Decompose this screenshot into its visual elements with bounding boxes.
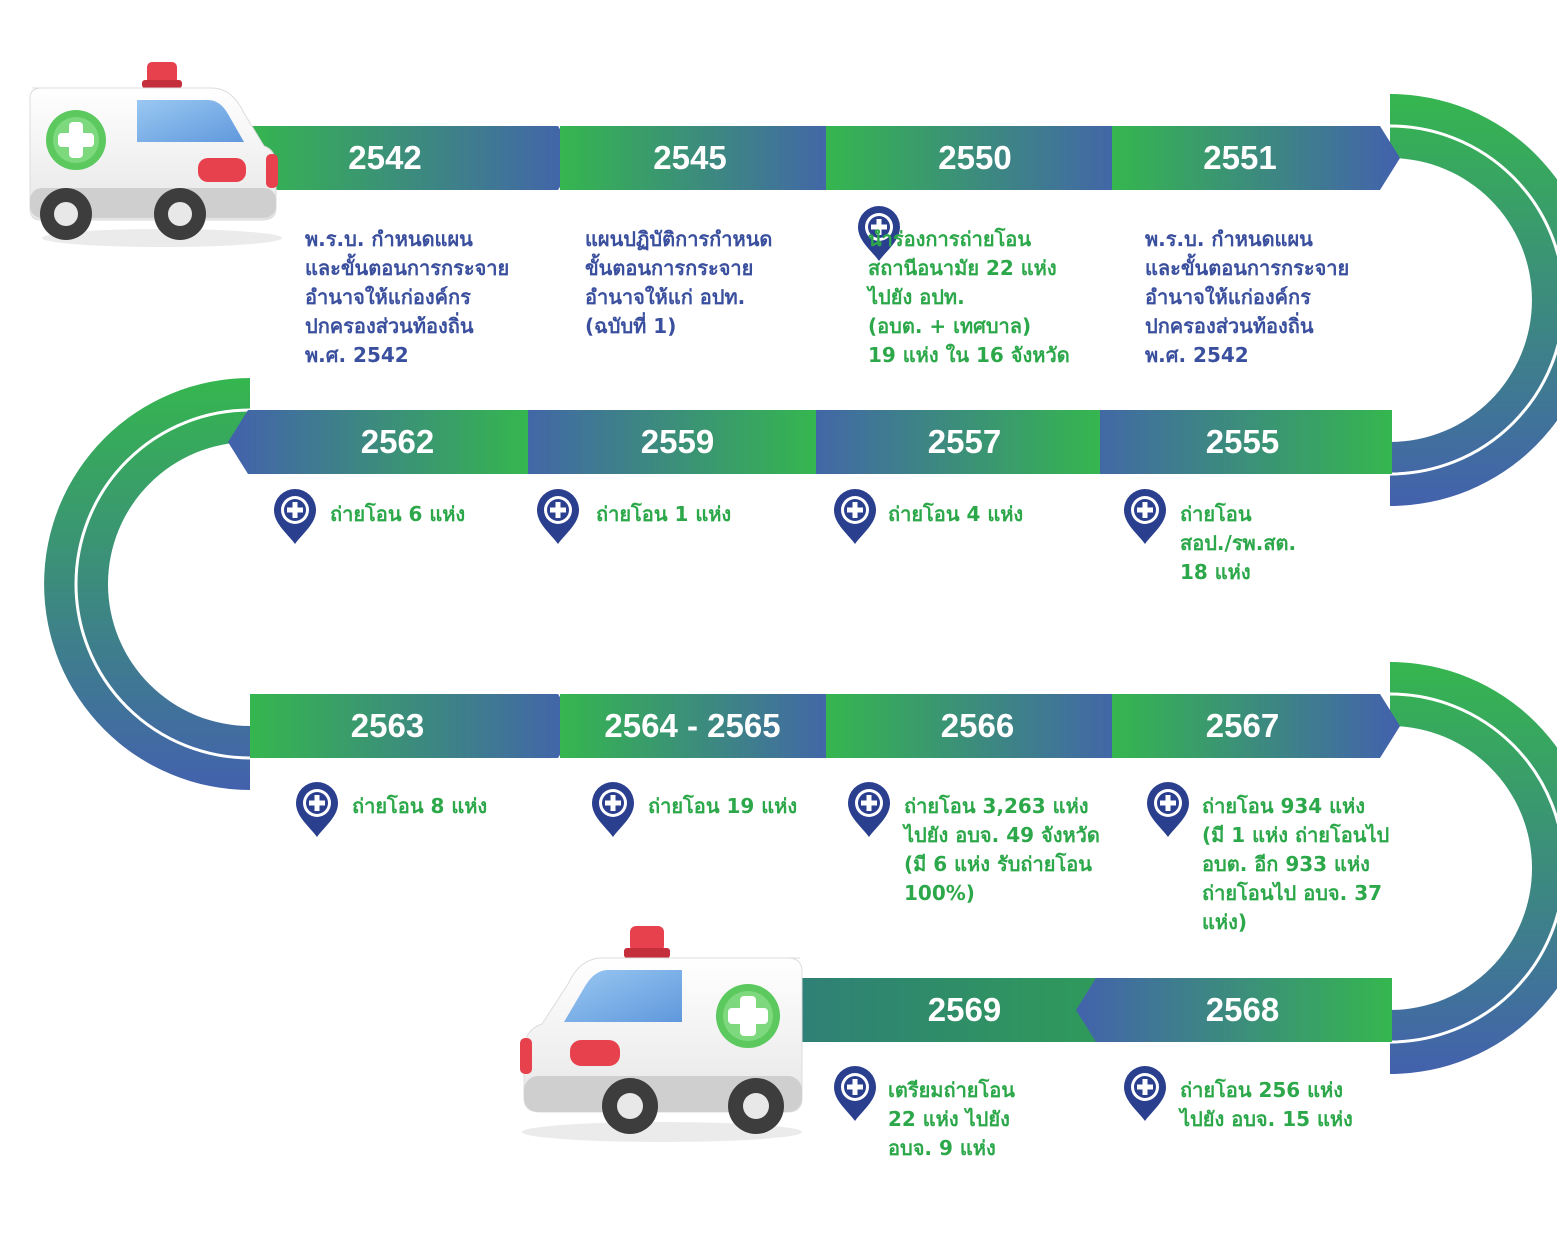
milestone-year: 2555 (1205, 423, 1280, 460)
milestone-year: 2568 (1205, 991, 1280, 1028)
road-segment-row3-4 (1112, 694, 1400, 758)
milestone-year: 2551 (1203, 139, 1277, 176)
milestone-description: ถ่ายโอน 256 แห่ง ไปยัง อบจ. 15 แห่ง (1180, 1078, 1353, 1131)
location-plus-pin-icon (858, 206, 900, 261)
location-plus-pin-icon (1124, 1066, 1166, 1121)
location-plus-pin-icon (834, 489, 876, 544)
road-curve-right-1 (1390, 94, 1557, 506)
ambulance-icon-start (29, 62, 282, 247)
road-curve-right-2-line (1389, 692, 1557, 1044)
road-segment-row1-3 (826, 126, 1132, 190)
milestone-year: 2542 (348, 139, 422, 176)
road-segment-row3-1 (250, 694, 578, 758)
milestone-description: เตรียมถ่ายโอน 22 แห่ง ไปยัง อบจ. 9 แห่ง (888, 1078, 1015, 1160)
milestone-year: 2569 (927, 991, 1002, 1028)
location-plus-pin-icon (1124, 489, 1166, 544)
milestone-description: ถ่ายโอน 934 แห่ง (มี 1 แห่ง ถ่ายโอนไป อบ… (1202, 794, 1390, 934)
milestone-year: 2562 (360, 423, 435, 460)
road-segment-row2-2 (796, 410, 1100, 474)
milestone-description: พ.ร.บ. กำหนดแผน และขั้นตอนการกระจาย อำนา… (305, 227, 510, 367)
milestone-year: 2563 (350, 707, 425, 744)
milestone-year: 2564 - 2565 (604, 707, 781, 744)
milestone-year: 2567 (1205, 707, 1280, 744)
milestone-year: 2559 (640, 423, 715, 460)
milestone-description: ถ่ายโอน 19 แห่ง (648, 794, 798, 818)
milestone-description: ถ่ายโอน 6 แห่ง (330, 502, 466, 526)
road-segment-row2-3 (508, 410, 816, 474)
location-plus-pin-icon (592, 782, 634, 837)
milestone-year: 2566 (940, 707, 1015, 744)
milestone-description: ถ่ายโอน สอป./รพ.สต. 18 แห่ง (1180, 502, 1297, 584)
road-segment-row1-2 (560, 126, 846, 190)
milestone-description: ถ่ายโอน 8 แห่ง (352, 794, 488, 818)
milestone-year: 2550 (938, 139, 1012, 176)
milestone-description: ถ่ายโอน 3,263 แห่ง ไปยัง อบจ. 49 จังหวัด… (904, 794, 1100, 905)
location-plus-pin-icon (274, 489, 316, 544)
location-plus-pin-icon (834, 1066, 876, 1121)
road-segment-row1-1 (245, 126, 578, 190)
road-segment-row3-3 (826, 694, 1132, 758)
milestone-description: ถ่ายโอน 1 แห่ง (596, 502, 732, 526)
road-curve-right-1-line (1389, 124, 1557, 476)
road-segment-row1-4 (1112, 126, 1400, 190)
road-segment-row3-2 (560, 694, 846, 758)
road-curve-right-2 (1390, 662, 1557, 1074)
road-curve-left-line (74, 408, 251, 760)
milestone-description: พ.ร.บ. กำหนดแผน และขั้นตอนการกระจาย อำนา… (1145, 227, 1350, 367)
milestone-year: 2557 (927, 423, 1002, 460)
location-plus-pin-icon (537, 489, 579, 544)
milestone-description: แผนปฏิบัติการกำหนด ขั้นตอนการกระจาย อำนา… (585, 227, 773, 338)
ambulance-icon-end (520, 926, 803, 1142)
road-segment-row2-1 (1072, 410, 1392, 474)
location-plus-pin-icon (1147, 782, 1189, 837)
road-segment-row4-1 (1072, 978, 1392, 1042)
milestone-description: ถ่ายโอน 4 แห่ง (888, 502, 1024, 526)
milestone-year: 2545 (653, 139, 727, 176)
location-plus-pin-icon (296, 782, 338, 837)
road-curve-left (44, 378, 250, 790)
location-plus-pin-icon (848, 782, 890, 837)
road-segment-row4-2 (790, 978, 1096, 1042)
road-segment-row2-4 (228, 410, 528, 474)
milestone-description: นำร่องการถ่ายโอน สถานีอนามัย 22 แห่ง ไปย… (868, 227, 1070, 367)
